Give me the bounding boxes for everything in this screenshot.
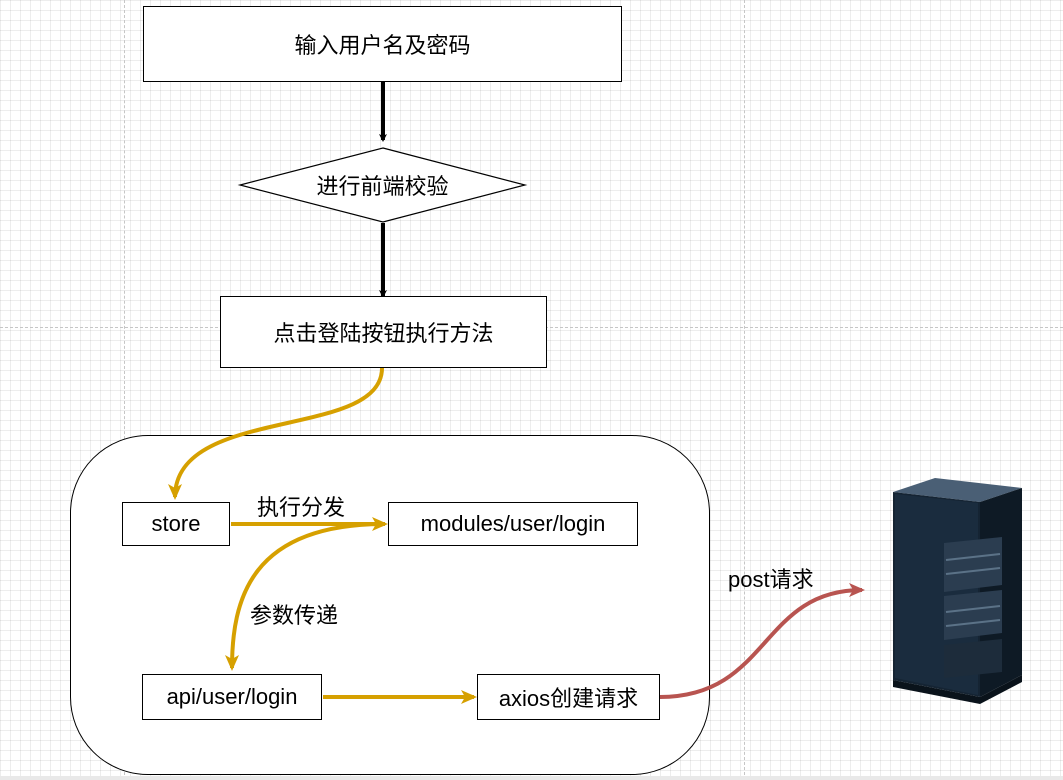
node-frontend-validation: 进行前端校验 [316, 174, 449, 199]
node-input-credentials: 输入用户名及密码 [143, 6, 622, 82]
page-guide-vertical [124, 0, 125, 780]
arrow-modules-to-api [225, 522, 386, 671]
arrow-axios-to-server [659, 583, 865, 699]
arrow-click-to-store [168, 367, 384, 500]
node-axios-request: axios创建请求 [477, 674, 660, 720]
edge-label-post: post请求 [728, 567, 814, 592]
node-api-user-login: api/user/login [142, 674, 322, 720]
node-store: store [122, 502, 230, 546]
server-rack-icon [893, 478, 1022, 704]
edge-label-params: 参数传递 [250, 603, 339, 628]
scrollbar-track [0, 776, 1063, 780]
decision-diamond [237, 147, 528, 223]
page-guide-vertical [744, 0, 745, 780]
node-modules-user-login: modules/user/login [388, 502, 638, 546]
edge-label-dispatch: 执行分发 [257, 495, 346, 520]
node-click-login: 点击登陆按钮执行方法 [220, 296, 547, 368]
